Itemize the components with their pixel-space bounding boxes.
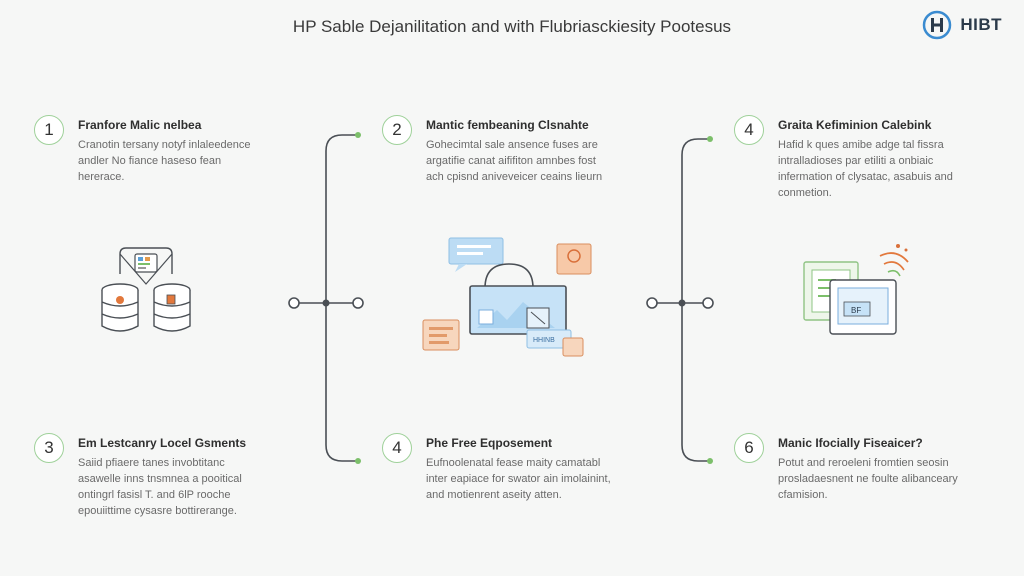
connector-node-icon [702,297,714,309]
monitors-signal-illustration: BF [803,244,909,335]
step-number: 4 [382,433,412,463]
step-4: 4 Graita Kefiminion Calebink Hafid k que… [734,115,968,201]
step-title: Graita Kefiminion Calebink [778,118,932,132]
step-2: 2 Mantic fembeaning Clsnahte Gohecimtal … [382,115,616,185]
connector-dot-icon [355,132,361,138]
connector-dot-icon [355,458,361,464]
connector-junction-icon [678,299,686,307]
connector-node-icon [288,297,300,309]
step-number: 6 [734,433,764,463]
step-number: 3 [34,433,64,463]
right-bracket-connector [646,136,714,464]
diagram-title: HP Sable Dejanilitation and with Flubria… [292,17,732,36]
cloud-folder-illustration: HHINB [422,237,592,357]
step-number: 1 [34,115,64,145]
step-number: 4 [734,115,764,145]
step-3: 3 Em Lestcanry Locel Gsments Saiid pfiae… [34,433,268,519]
left-bracket-connector [288,132,364,464]
step-title: Em Lestcanry Locel Gsments [78,436,247,450]
connector-dot-icon [707,458,713,464]
step-description: Eufnoolenatal fease maity camatabl inter… [426,457,611,501]
step-description: Potut and reroeleni fromtien seosin pros… [778,457,958,501]
step-title: Phe Free Eqposement [426,436,553,450]
step-title: Franfore Malic nelbea [78,118,202,132]
brand-name: HIBT [960,15,1002,34]
right-badge-text: BF [851,306,861,315]
brand-logo: HIBT [922,10,1002,40]
step-description: Cranotin tersany notyf inlaleedence andl… [78,139,251,183]
connector-junction-icon [322,299,330,307]
step-description: Hafid k ques amibe adge tal fissra intra… [778,139,953,199]
connector-node-icon [352,297,364,309]
step-description: Saiid pfiaere tanes invobtitanc asawelle… [78,457,242,517]
brand-logo-icon [923,10,952,40]
step-5: 4 Phe Free Eqposement Eufnoolenatal feas… [382,433,616,503]
step-6: 6 Manic Ifocially Fiseaicer? Potut and r… [734,433,968,503]
step-description: Gohecimtal sale ansence fuses are argati… [426,139,603,183]
step-title: Mantic fembeaning Clsnahte [426,118,589,132]
step-title: Manic Ifocially Fiseaicer? [778,436,923,450]
connector-dot-icon [707,136,713,142]
database-stacks-illustration [101,247,191,332]
step-1: 1 Franfore Malic nelbea Cranotin tersany… [34,115,268,185]
connector-node-icon [646,297,658,309]
center-tag-text: HHINB [533,337,555,344]
step-number: 2 [382,115,412,145]
